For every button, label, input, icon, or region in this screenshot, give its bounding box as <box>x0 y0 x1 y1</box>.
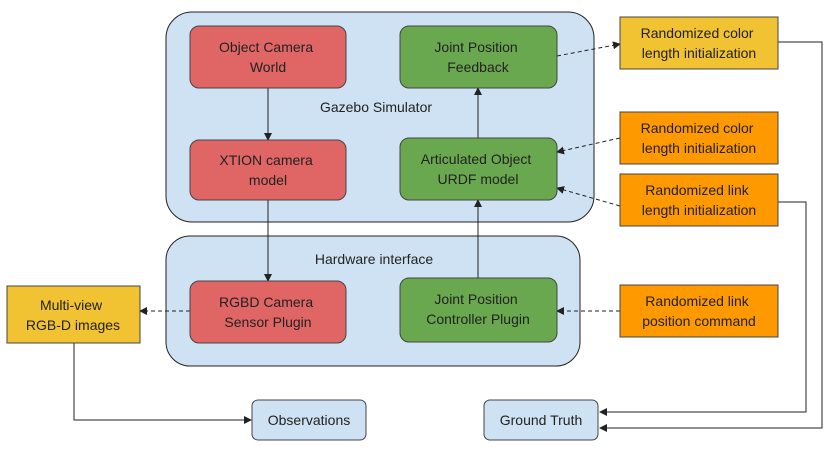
hardware-interface-label: Hardware interface <box>315 251 433 267</box>
node-ground-truth: Ground Truth <box>483 399 599 441</box>
svg-text:RGBD Camera Sensor Plugi: RGBD Camera Sensor Plugin <box>219 294 317 330</box>
node-randomized-link-length: Randomized link length initialization <box>619 173 779 227</box>
gazebo-simulator-label: Gazebo Simulator <box>320 99 432 115</box>
arrow-randcolor-to-groundtruth <box>599 41 823 432</box>
node-randomized-link-position: Randomized link position command <box>619 284 779 338</box>
svg-text:Observations: Observations <box>268 412 350 428</box>
node-joint-position-controller-plugin: Joint Position Controller Plugin <box>399 277 558 343</box>
connectors <box>73 41 823 432</box>
svg-text:Ground Truth: Ground Truth <box>500 412 583 428</box>
arrow-multiview-to-observations <box>73 343 252 424</box>
svg-text:XTION camera model: XTION camera model <box>219 152 316 188</box>
svg-text:Object Camera World: Object Camera World <box>219 39 317 75</box>
svg-text:Articulated Object URDF: Articulated Object URDF model <box>421 151 535 187</box>
arrow-randlength-to-urdf <box>556 186 621 207</box>
node-randomized-color-feedback: Randomized color length initialization <box>619 16 779 70</box>
arrow-randcolor-to-urdf <box>556 137 621 155</box>
svg-text:Multi-view RGB-D images: Multi-view RGB-D images <box>26 297 120 333</box>
svg-text:Randomized link position: Randomized link position command <box>642 293 756 329</box>
svg-text:Randomized color length: Randomized color length initialization <box>641 25 758 61</box>
svg-text:Randomized color length: Randomized color length initialization <box>641 120 758 156</box>
node-articulated-object-urdf: Articulated Object URDF model <box>399 137 558 201</box>
arrow-randlength-to-groundtruth <box>599 201 807 416</box>
node-observations: Observations <box>251 399 367 441</box>
svg-text:Randomized link length i: Randomized link length initialization <box>642 182 756 218</box>
node-rgbd-camera-sensor-plugin: RGBD Camera Sensor Plugin <box>189 280 347 344</box>
svg-text:Joint Position Feedback: Joint Position Feedback <box>434 39 521 75</box>
svg-text:Joint Position Controlle: Joint Position Controller Plugin <box>426 291 530 327</box>
arrow-feedback-to-randcolor <box>556 41 621 57</box>
node-object-camera-world: Object Camera World <box>189 25 347 89</box>
node-randomized-color-urdf: Randomized color length initialization <box>619 111 779 165</box>
node-multiview-rgbd-images: Multi-view RGB-D images <box>6 285 141 344</box>
node-joint-position-feedback: Joint Position Feedback <box>399 25 558 89</box>
node-xtion-camera-model: XTION camera model <box>189 139 347 201</box>
